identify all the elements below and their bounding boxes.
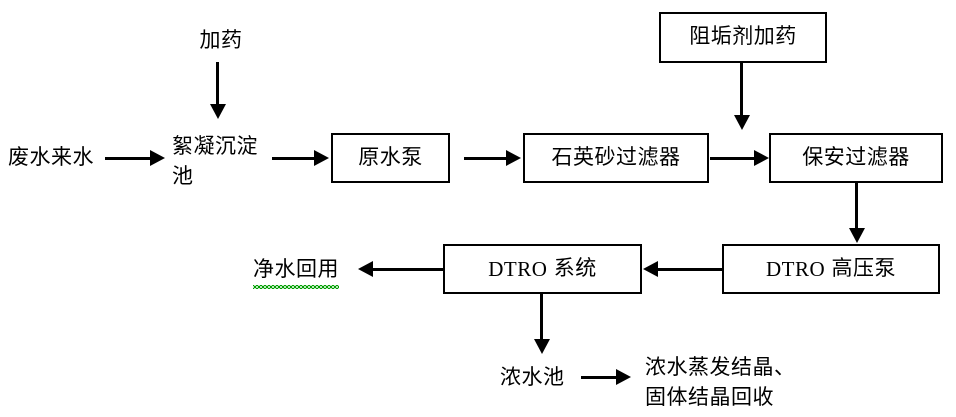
node-evaporation-crystallization: 浓水蒸发结晶、 固体结晶回收 [645, 356, 796, 409]
connector-line [272, 157, 316, 160]
connector-line [740, 63, 743, 119]
arrowhead-right-icon [314, 150, 329, 166]
arrowhead-right-icon [754, 150, 769, 166]
node-raw-water-pump[interactable]: 原水泵 [331, 133, 450, 183]
connector-line [855, 183, 858, 231]
arrowhead-down-icon [734, 115, 750, 130]
dtro-system-acronym: DTRO [488, 256, 548, 281]
arrowhead-left-icon [358, 261, 373, 277]
dtro-pump-label: 高压泵 [831, 256, 896, 280]
connector-line [540, 294, 543, 342]
node-dtro-system[interactable]: DTRO 系统 [443, 244, 642, 294]
node-coagulation-sedimentation-tank: 絮凝沉淀 池 [172, 135, 258, 188]
node-dosing-label: 加药 [199, 28, 243, 52]
arrowhead-right-icon [616, 369, 631, 385]
connector-line [581, 376, 619, 379]
arrowhead-down-icon [534, 339, 550, 354]
node-security-filter[interactable]: 保安过滤器 [769, 133, 943, 183]
node-scale-inhibitor-dosing[interactable]: 阻垢剂加药 [659, 12, 827, 63]
arrowhead-down-icon [210, 104, 226, 119]
arrowhead-left-icon [643, 261, 658, 277]
clean-water-reuse-label: 净水回用 [253, 255, 339, 290]
connector-line [657, 268, 723, 271]
node-influent-label: 废水来水 [8, 145, 94, 169]
connector-line [464, 157, 508, 160]
arrowhead-right-icon [150, 150, 165, 166]
connector-line [710, 157, 756, 160]
connector-line [105, 157, 153, 160]
node-clean-water-reuse: 净水回用 [253, 254, 353, 290]
node-concentrate-tank: 浓水池 [500, 365, 565, 389]
node-quartz-sand-filter[interactable]: 石英砂过滤器 [523, 133, 709, 183]
node-dtro-high-pressure-pump[interactable]: DTRO 高压泵 [722, 244, 940, 294]
dtro-system-label: 系统 [553, 256, 597, 280]
dtro-pump-acronym: DTRO [765, 256, 826, 281]
arrowhead-right-icon [506, 150, 521, 166]
arrowhead-down-icon [849, 228, 865, 243]
connector-line [216, 62, 219, 108]
connector-line [373, 268, 443, 271]
